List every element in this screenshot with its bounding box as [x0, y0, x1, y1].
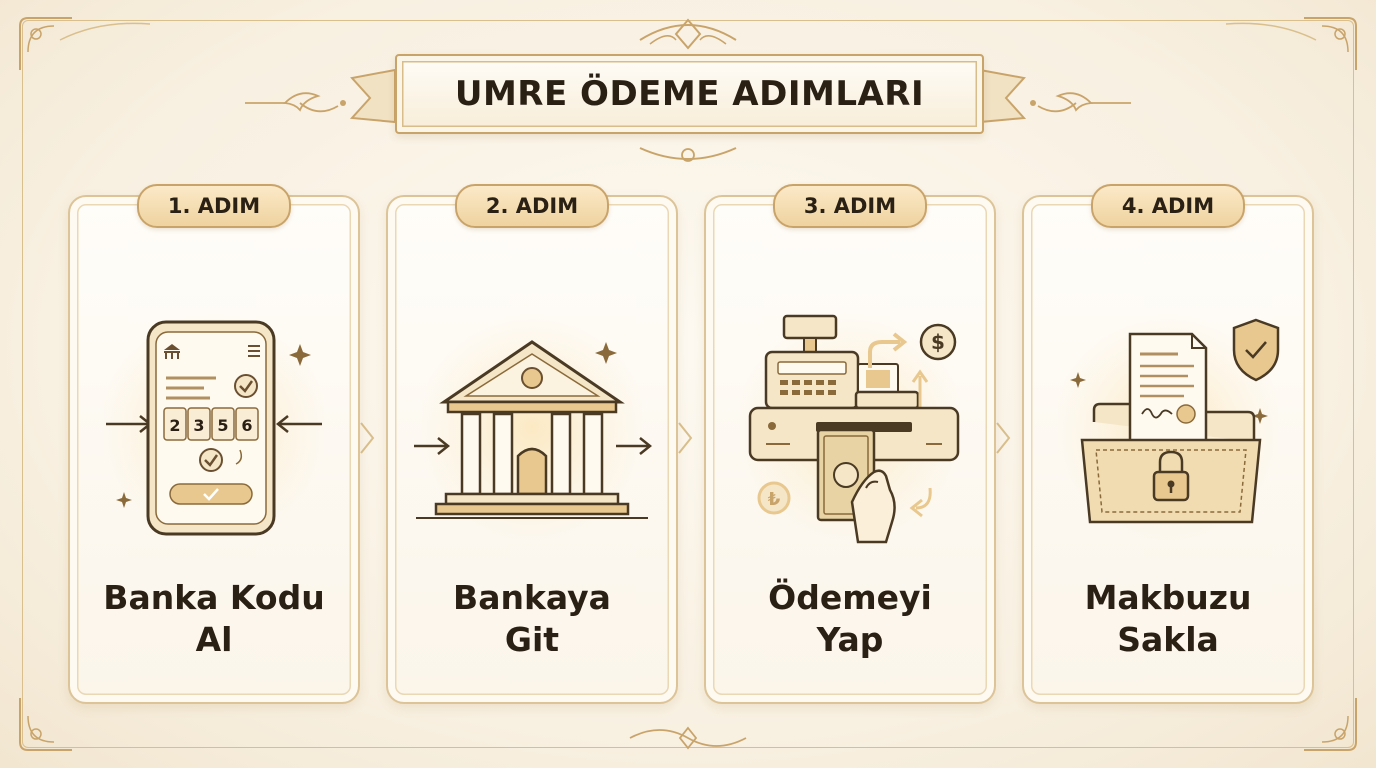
- step-badge: 1. ADIM: [137, 184, 291, 228]
- step-label-line1: Makbuzu: [1084, 578, 1252, 617]
- chevron-right-icon: [678, 422, 693, 454]
- step-label-line2: Sakla: [1117, 620, 1219, 659]
- step-label-line1: Banka Kodu: [103, 578, 325, 617]
- code-digit-4: 6: [241, 416, 252, 435]
- banner-ornaments: [59, 18, 1317, 162]
- corner-flourish-top-right: [1304, 17, 1357, 70]
- step-badge-label: 1. ADIM: [167, 194, 261, 218]
- step-card-2: 2. ADIM Bankaya Git: [386, 184, 678, 704]
- step-badge-label: 3. ADIM: [803, 194, 897, 218]
- code-digit-3: 5: [217, 416, 228, 435]
- title-plate: UMRE ÖDEME ADIMLARI: [395, 54, 984, 134]
- step-card-4: 4. ADIM Makbuzu Sakla: [1022, 184, 1314, 704]
- bottom-ornament: [629, 726, 747, 750]
- step-label: Ödemeyi Yap: [706, 577, 994, 661]
- dollar-symbol: $: [931, 330, 945, 354]
- code-digit-1: 2: [169, 416, 180, 435]
- title-banner: UMRE ÖDEME ADIMLARI: [0, 0, 1376, 175]
- cash-register-payment-icon: $ ₺: [748, 314, 960, 544]
- step-badge: 2. ADIM: [455, 184, 609, 228]
- phone-code-icon: 2 3 5 6: [106, 320, 322, 536]
- step-label-line2: Git: [504, 620, 560, 659]
- corner-flourish-bottom-right: [1304, 698, 1357, 751]
- step-label-line1: Ödemeyi: [768, 578, 932, 617]
- receipt-folder-lock-icon: [1070, 318, 1280, 524]
- step-label-line2: Yap: [816, 620, 884, 659]
- corner-flourish-top-left: [19, 17, 72, 70]
- step-label: Banka Kodu Al: [70, 577, 358, 661]
- step-label-line1: Bankaya: [453, 578, 611, 617]
- chevron-right-icon: [996, 422, 1011, 454]
- step-badge: 4. ADIM: [1091, 184, 1245, 228]
- corner-flourish-bottom-left: [19, 698, 72, 751]
- step-badge-label: 4. ADIM: [1121, 194, 1215, 218]
- step-card-1: 1. ADIM 2 3 5 6: [68, 184, 360, 704]
- step-label: Bankaya Git: [388, 577, 676, 661]
- step-card-3: 3. ADIM $: [704, 184, 996, 704]
- step-label-line2: Al: [195, 620, 233, 659]
- step-badge: 3. ADIM: [773, 184, 927, 228]
- bank-building-icon: [414, 340, 653, 519]
- code-digit-2: 3: [193, 416, 204, 435]
- page-title: UMRE ÖDEME ADIMLARI: [454, 74, 925, 114]
- step-label: Makbuzu Sakla: [1024, 577, 1312, 661]
- lira-symbol: ₺: [768, 489, 781, 510]
- chevron-right-icon: [360, 422, 375, 454]
- step-badge-label: 2. ADIM: [485, 194, 579, 218]
